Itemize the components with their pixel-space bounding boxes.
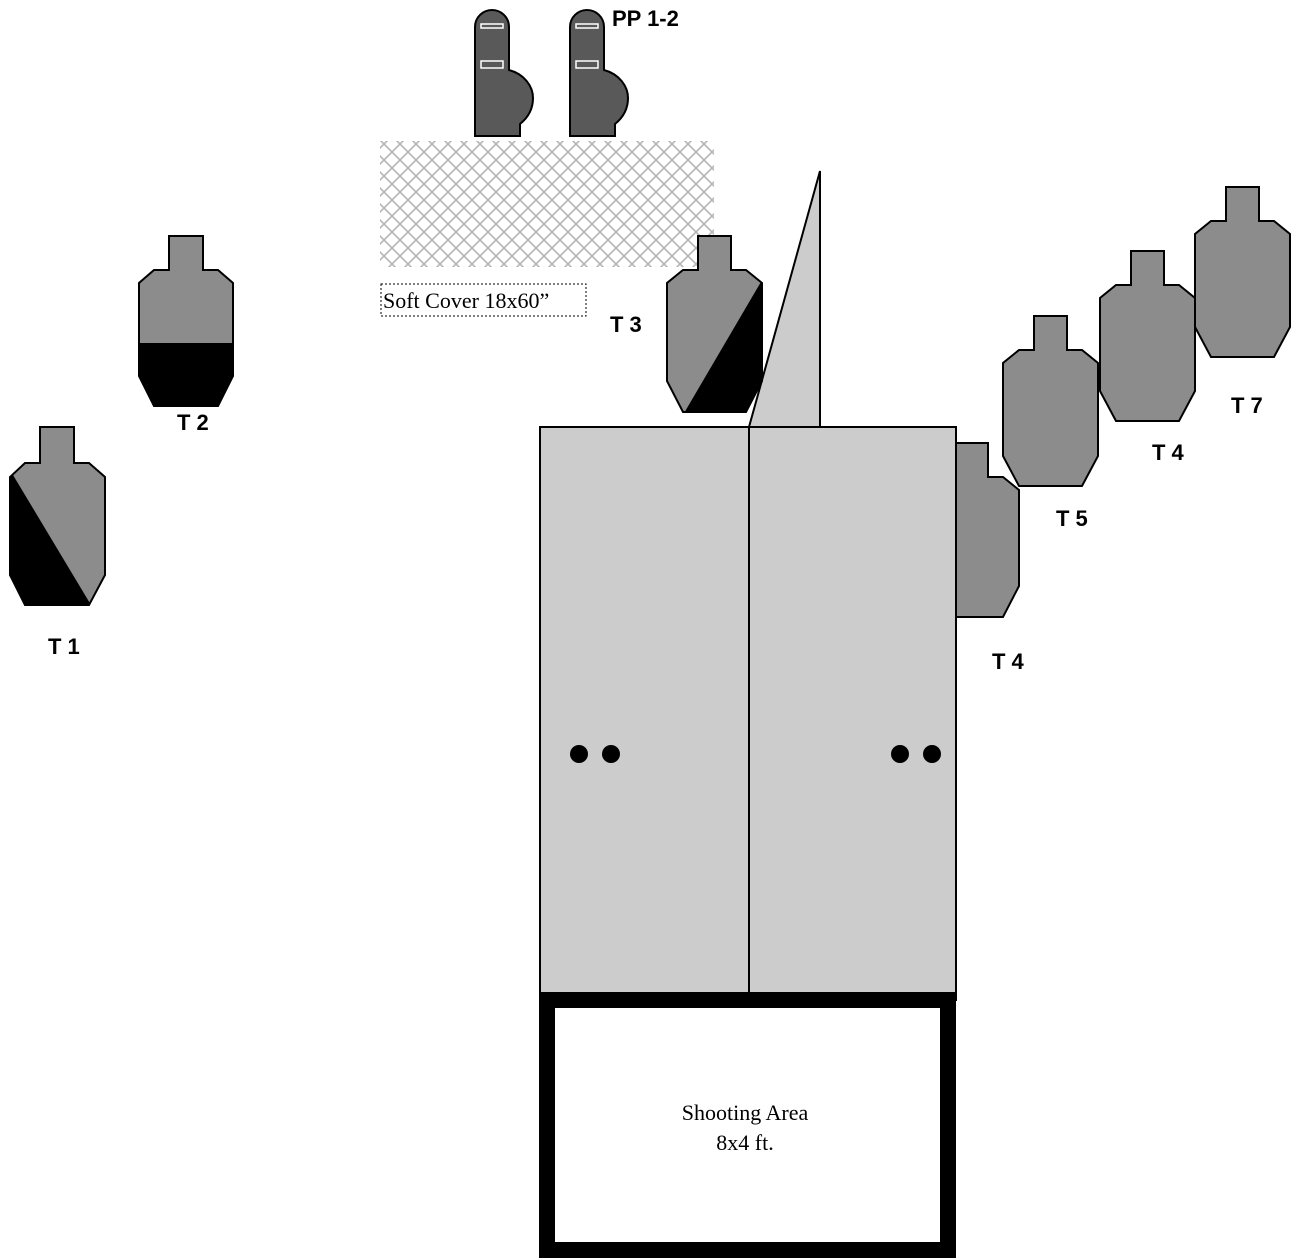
soft-cover-label-box xyxy=(380,283,587,317)
target-t4-lower-label: T 4 xyxy=(992,649,1025,674)
target-t7-label: T 7 xyxy=(1231,393,1263,418)
popper-1 xyxy=(474,9,535,137)
soft-cover-hatch xyxy=(380,141,714,267)
shooting-area-label-2: 8x4 ft. xyxy=(716,1130,773,1155)
target-t2-label: T 2 xyxy=(177,410,209,435)
target-t4-upper xyxy=(1099,250,1196,422)
target-t1-label: T 1 xyxy=(48,634,80,659)
target-t3 xyxy=(666,235,763,413)
soft-cover-label: Soft Cover 18x60” xyxy=(383,288,549,313)
target-t2 xyxy=(138,235,234,407)
port-dot-left-2 xyxy=(602,745,620,763)
popper-2 xyxy=(569,9,630,137)
target-t7 xyxy=(1194,186,1291,358)
target-t4-upper-label: T 4 xyxy=(1152,440,1185,465)
target-t5 xyxy=(1002,315,1099,487)
target-t5-label: T 5 xyxy=(1056,506,1088,531)
target-t3-label: T 3 xyxy=(610,312,642,337)
port-dot-right-2 xyxy=(923,745,941,763)
shooting-area xyxy=(539,992,956,1258)
shooting-area-label-1: Shooting Area xyxy=(682,1100,809,1125)
port-dot-right-1 xyxy=(891,745,909,763)
popper-label: PP 1-2 xyxy=(612,6,679,31)
port-dot-left-1 xyxy=(570,745,588,763)
target-t1 xyxy=(9,426,106,606)
